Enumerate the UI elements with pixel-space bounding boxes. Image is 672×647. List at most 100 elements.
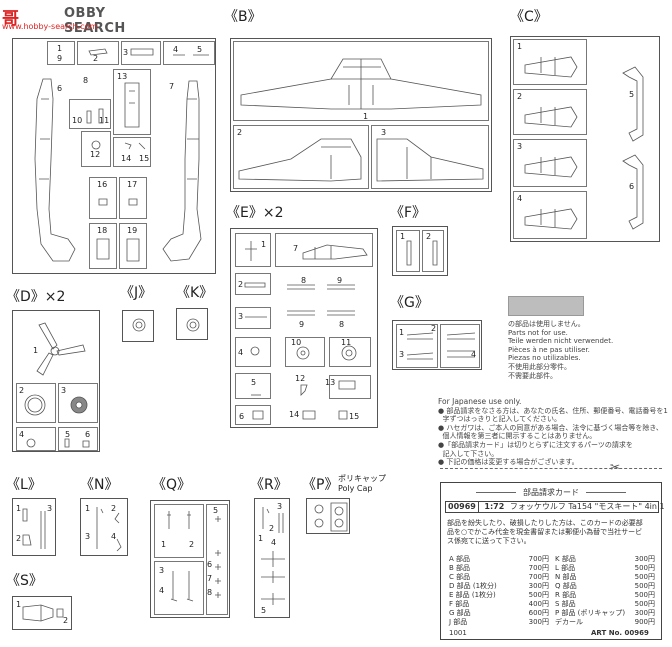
card-desc-0: 部品を紛失したり、破損したりした方は、このカードの必要部 [447, 519, 643, 527]
card-title: 部品請求カード [523, 488, 579, 497]
notice-line-6: ● 下記の価格は変更する場合がございます。 [438, 458, 579, 467]
cell-e1 [235, 233, 271, 267]
price-part: S 部品 [555, 600, 576, 608]
price-value: 600円 [528, 609, 549, 617]
legend-line-5: 不使用此部分零件。 [508, 362, 571, 371]
e-drawings [244, 241, 368, 420]
cell-g34 [440, 324, 480, 368]
sprue-c: 1 2 3 4 5 6 [510, 36, 660, 242]
cell-q12 [154, 504, 204, 558]
price-value: 900円 [634, 618, 655, 626]
part-a2: 2 [93, 54, 99, 63]
price-row: D 部品 (1枚分) 300円 [449, 582, 549, 591]
price-part: N 部品 [555, 573, 577, 581]
part-e9a: 9 [337, 276, 343, 285]
price-value: 700円 [528, 573, 549, 581]
price-value: 700円 [528, 564, 549, 572]
notice-line-2: ● ハセガワは、ご本人の同意がある場合、法令に基づく場合等を除き、 [438, 423, 663, 432]
cell-a2 [77, 41, 119, 65]
watermark: 哥 OBBY SEARCH www.hobby-search.com [2, 4, 162, 36]
part-a3: 3 [123, 48, 129, 57]
cell-e5 [235, 373, 271, 399]
card-title-rule-left [476, 492, 517, 493]
q-drawings [167, 511, 221, 602]
part-b2: 2 [237, 128, 243, 137]
price-row: P 部品 (ポリキャップ)300円 [555, 609, 655, 618]
part-a1: 1 [57, 44, 63, 53]
not-used-swatch [508, 296, 584, 316]
part-d5: 5 [65, 430, 71, 439]
sprue-p [306, 498, 350, 534]
a-drawings [34, 48, 209, 262]
part-a16: 16 [97, 180, 108, 189]
part-r1: 1 [258, 534, 264, 543]
part-a12: 12 [90, 150, 101, 159]
section-e-mult: ×2 [262, 205, 284, 221]
cell-e10 [285, 337, 325, 367]
polycap-label: ポリキャップ Poly Cap [338, 474, 386, 494]
legend-line-4: Piezas no utilizables. [508, 354, 581, 363]
part-a14: 14 [121, 154, 132, 163]
notice-line-5: 記入して下さい。 [438, 449, 499, 458]
part-b1: 1 [363, 112, 369, 121]
b-drawings [238, 58, 484, 182]
part-q2: 2 [189, 540, 195, 549]
price-row: E 部品 (1枚分)500円 [449, 591, 549, 600]
section-s-label: 《S》 [6, 573, 43, 589]
card-desc-1: 品を○でかこみ代金を現金書留または郵便小為替で当社サービ [447, 528, 643, 536]
section-n-label: 《N》 [80, 477, 119, 493]
g-drawings [406, 332, 476, 360]
notice-header: For Japanese use only. [438, 397, 522, 406]
cell-q34 [154, 561, 204, 615]
part-n4: 4 [111, 532, 117, 541]
section-c-label: 《C》 [510, 9, 548, 25]
legend-line-6: 不需要此部件。 [508, 371, 557, 380]
part-e14: 14 [289, 410, 300, 419]
f-drawings [406, 240, 438, 266]
price-value: 500円 [634, 564, 655, 572]
price-value: 500円 [634, 582, 655, 590]
cell-g12 [396, 324, 438, 368]
price-part: D 部品 (1枚分) [449, 582, 497, 590]
part-r5: 5 [261, 606, 267, 615]
part-d1: 1 [33, 346, 39, 355]
part-r2: 2 [269, 524, 275, 533]
s-drawings [22, 604, 64, 622]
part-e6: 6 [239, 412, 245, 421]
cell-a18 [89, 223, 117, 269]
part-a17: 17 [127, 180, 138, 189]
part-e5: 5 [251, 378, 257, 387]
price-value: 400円 [528, 600, 549, 608]
cell-e4 [235, 337, 271, 367]
cell-a10-11 [69, 99, 111, 129]
card-desc-2: ス係宛てに送って下さい。 [447, 537, 531, 545]
part-e13: 13 [325, 378, 336, 387]
cell-q5-8 [206, 504, 228, 615]
part-a10: 10 [72, 116, 83, 125]
price-value: 500円 [528, 591, 549, 599]
sprue-n: 1 2 3 4 [80, 498, 128, 556]
part-q3: 3 [159, 566, 165, 575]
part-g2: 2 [431, 324, 437, 333]
price-part: R 部品 [555, 591, 577, 599]
sprue-f: 1 2 [392, 226, 448, 276]
n-drawings [96, 507, 122, 552]
part-n3: 3 [85, 532, 91, 541]
sprue-q: 1 2 3 4 5 6 7 8 [150, 500, 230, 618]
japanese-notice: For Japanese use only. ● 部品請求をなさる方は、あなたの… [438, 397, 668, 467]
legend-text: の部品は使用しません。 Parts not for use. Teile wer… [508, 320, 613, 380]
price-value: 300円 [528, 582, 549, 590]
sprue-r: 1 2 3 4 5 [254, 498, 290, 618]
part-g1: 1 [399, 328, 405, 337]
section-p-label: 《P》 [302, 477, 339, 493]
cell-a17 [119, 177, 147, 219]
